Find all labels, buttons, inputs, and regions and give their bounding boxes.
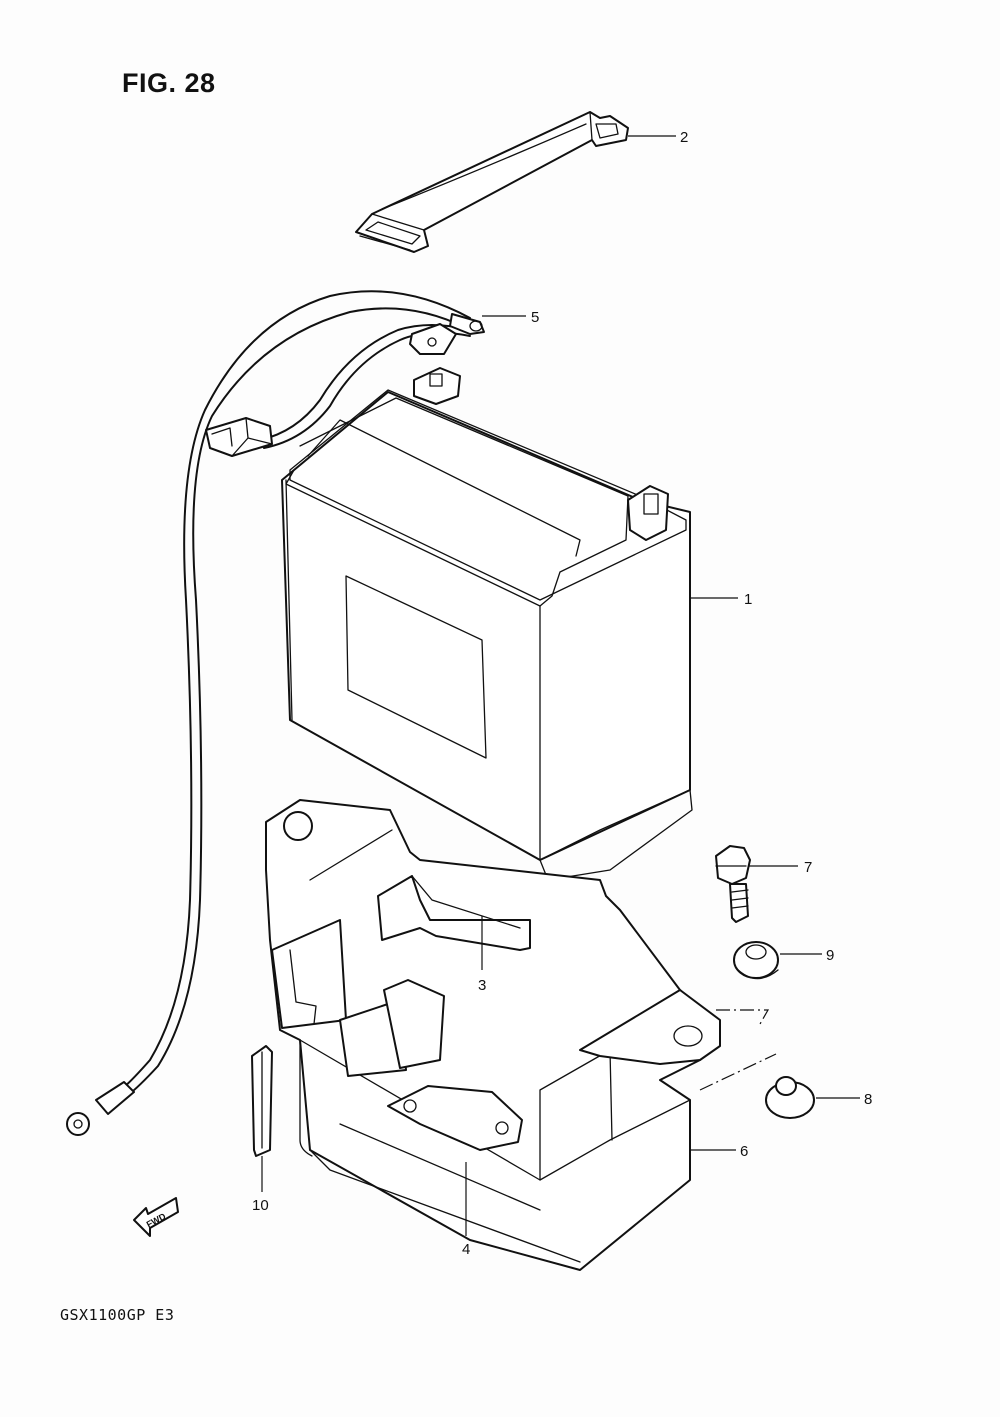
callout-8: 8 [864,1091,872,1108]
small-holder [251,1045,273,1157]
callout-5: 5 [531,309,539,326]
callout-1: 1 [744,591,752,608]
callout-9: 9 [826,947,834,964]
pad-upper [377,875,531,951]
callout-4: 4 [462,1241,470,1258]
bolt [715,845,751,923]
callout-2: 2 [680,129,688,146]
leader-lines [261,135,860,1236]
callout-7: 7 [804,859,812,876]
washer [765,1076,815,1119]
callout-10: 10 [252,1197,269,1214]
battery-cable [66,290,485,1136]
battery [281,367,693,881]
battery-strap [355,111,629,253]
model-code: GSX1100GP E3 [60,1306,175,1324]
battery-holder [265,799,721,1271]
callout-6: 6 [740,1143,748,1160]
callout-3: 3 [478,977,486,994]
figure-title: FIG. 28 [122,68,216,98]
cushion [733,941,779,980]
fwd-arrow-icon [133,1197,179,1237]
